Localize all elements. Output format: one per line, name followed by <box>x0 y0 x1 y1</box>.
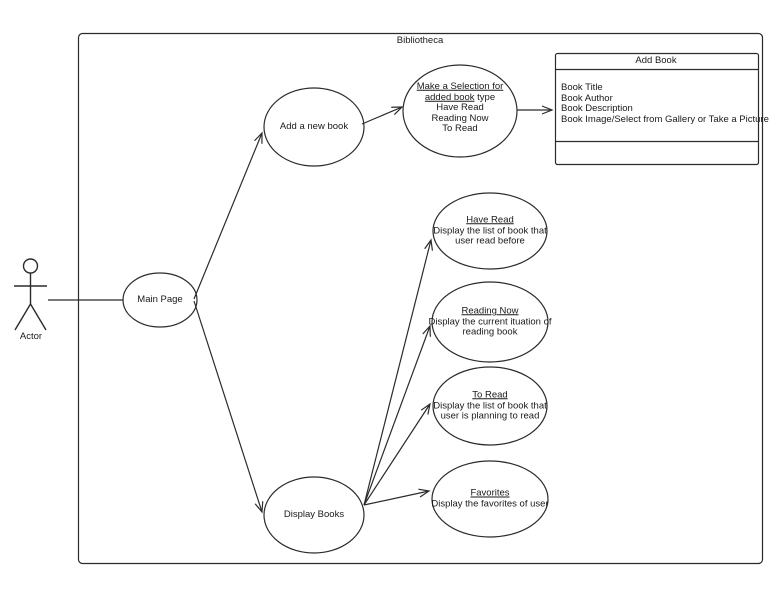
make-selection-title-underlined-part: added book <box>424 91 475 103</box>
add-book-field-list: Book Title Book Author Book Description … <box>561 82 769 125</box>
favorites-title: Favorites <box>470 487 510 499</box>
have-read-label: Have Read Display the list of book that … <box>433 215 547 247</box>
connector-main-page-add-new-book <box>193 131 263 300</box>
usecase-have-read <box>432 192 548 270</box>
connector-display-books-to-read <box>363 402 431 506</box>
to-read-title: To Read <box>472 389 508 401</box>
connector-add-new-book-make-selection <box>361 106 404 125</box>
system-boundary-label: Bibliotheca <box>396 34 444 46</box>
to-read-desc-line: Display the list of book that <box>433 399 547 411</box>
to-read-desc-line: user is planning to read <box>440 410 540 422</box>
connector-display-books-favorites <box>363 488 431 506</box>
reading-now-desc-line: Display the current ituation of <box>428 315 552 327</box>
make-selection-title-line-2: added book type <box>417 92 504 103</box>
actor-figure <box>14 258 47 331</box>
add-book-box-title: Add Book <box>635 54 677 66</box>
main-page-label: Main Page <box>137 293 183 305</box>
usecase-to-read <box>432 366 548 446</box>
add-new-book-label: Add a new book <box>279 120 349 132</box>
reading-now-desc-line: reading book <box>462 326 518 338</box>
make-selection-option: To Read <box>442 122 478 134</box>
actor-right-leg <box>29 303 47 331</box>
actor-head <box>22 258 39 274</box>
favorites-desc-line: Display the favorites of user <box>431 498 549 509</box>
system-boundary <box>77 32 764 565</box>
add-book-field: Book Image/Select from Gallery or Take a… <box>561 113 769 125</box>
favorites-label: Favorites Display the favorites of user <box>431 487 549 510</box>
display-books-label: Display Books <box>283 508 345 520</box>
make-selection-label: Make a Selection for added book type Hav… <box>416 80 504 135</box>
usecase-favorites <box>431 460 549 538</box>
make-selection-option: Reading Now <box>431 112 489 124</box>
have-read-desc-line: Display the list of book that <box>433 224 547 236</box>
have-read-title: Have Read <box>466 214 514 226</box>
reading-now-title: Reading Now <box>461 305 519 317</box>
make-selection-option: Have Read <box>436 101 484 113</box>
actor-left-leg <box>14 303 32 331</box>
to-read-label: To Read Display the list of book that us… <box>433 390 547 422</box>
have-read-desc-line: user read before <box>455 235 525 247</box>
connector-main-page-display-books <box>193 300 264 514</box>
add-book-field: Book Author <box>561 92 613 104</box>
usecase-main-page <box>122 272 198 328</box>
usecase-reading-now <box>431 281 549 363</box>
connector-display-books-reading-now <box>363 324 431 506</box>
add-book-class-box <box>554 52 760 166</box>
make-selection-title-line-1: Make a Selection for <box>416 80 504 92</box>
usecase-add-new-book <box>263 87 365 167</box>
actor-label: Actor <box>19 330 43 342</box>
add-book-class-outline <box>554 52 760 166</box>
add-book-field: Book Description <box>561 103 633 114</box>
connector-display-books-have-read <box>363 238 434 506</box>
make-selection-title-rest: type <box>474 91 496 103</box>
add-book-field: Book Title <box>561 82 603 93</box>
reading-now-label: Reading Now Display the current ituation… <box>428 306 551 338</box>
usecase-display-books <box>263 476 365 554</box>
